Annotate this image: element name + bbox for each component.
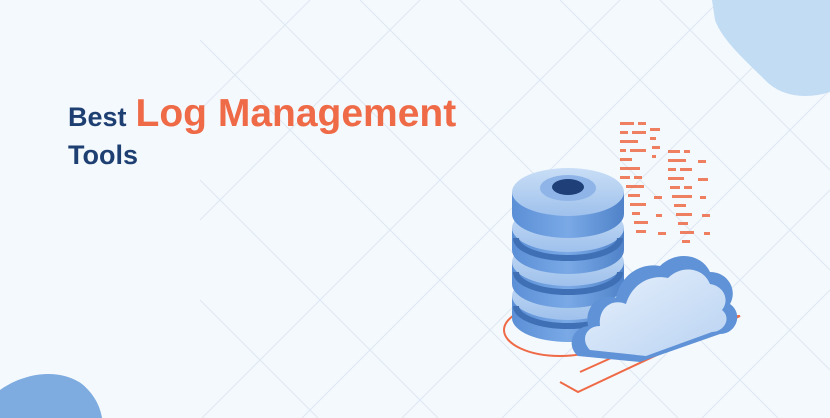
title-suffix: Tools bbox=[68, 140, 138, 170]
log-lines-icon bbox=[620, 122, 710, 243]
title-prefix: Best bbox=[68, 102, 127, 132]
cloud-icon bbox=[571, 255, 738, 362]
corner-blob-top-right bbox=[712, 0, 830, 96]
page-title: Best Log Management Tools bbox=[68, 92, 488, 172]
corner-blob-bottom-left bbox=[0, 373, 102, 418]
title-accent: Log Management bbox=[135, 92, 457, 135]
